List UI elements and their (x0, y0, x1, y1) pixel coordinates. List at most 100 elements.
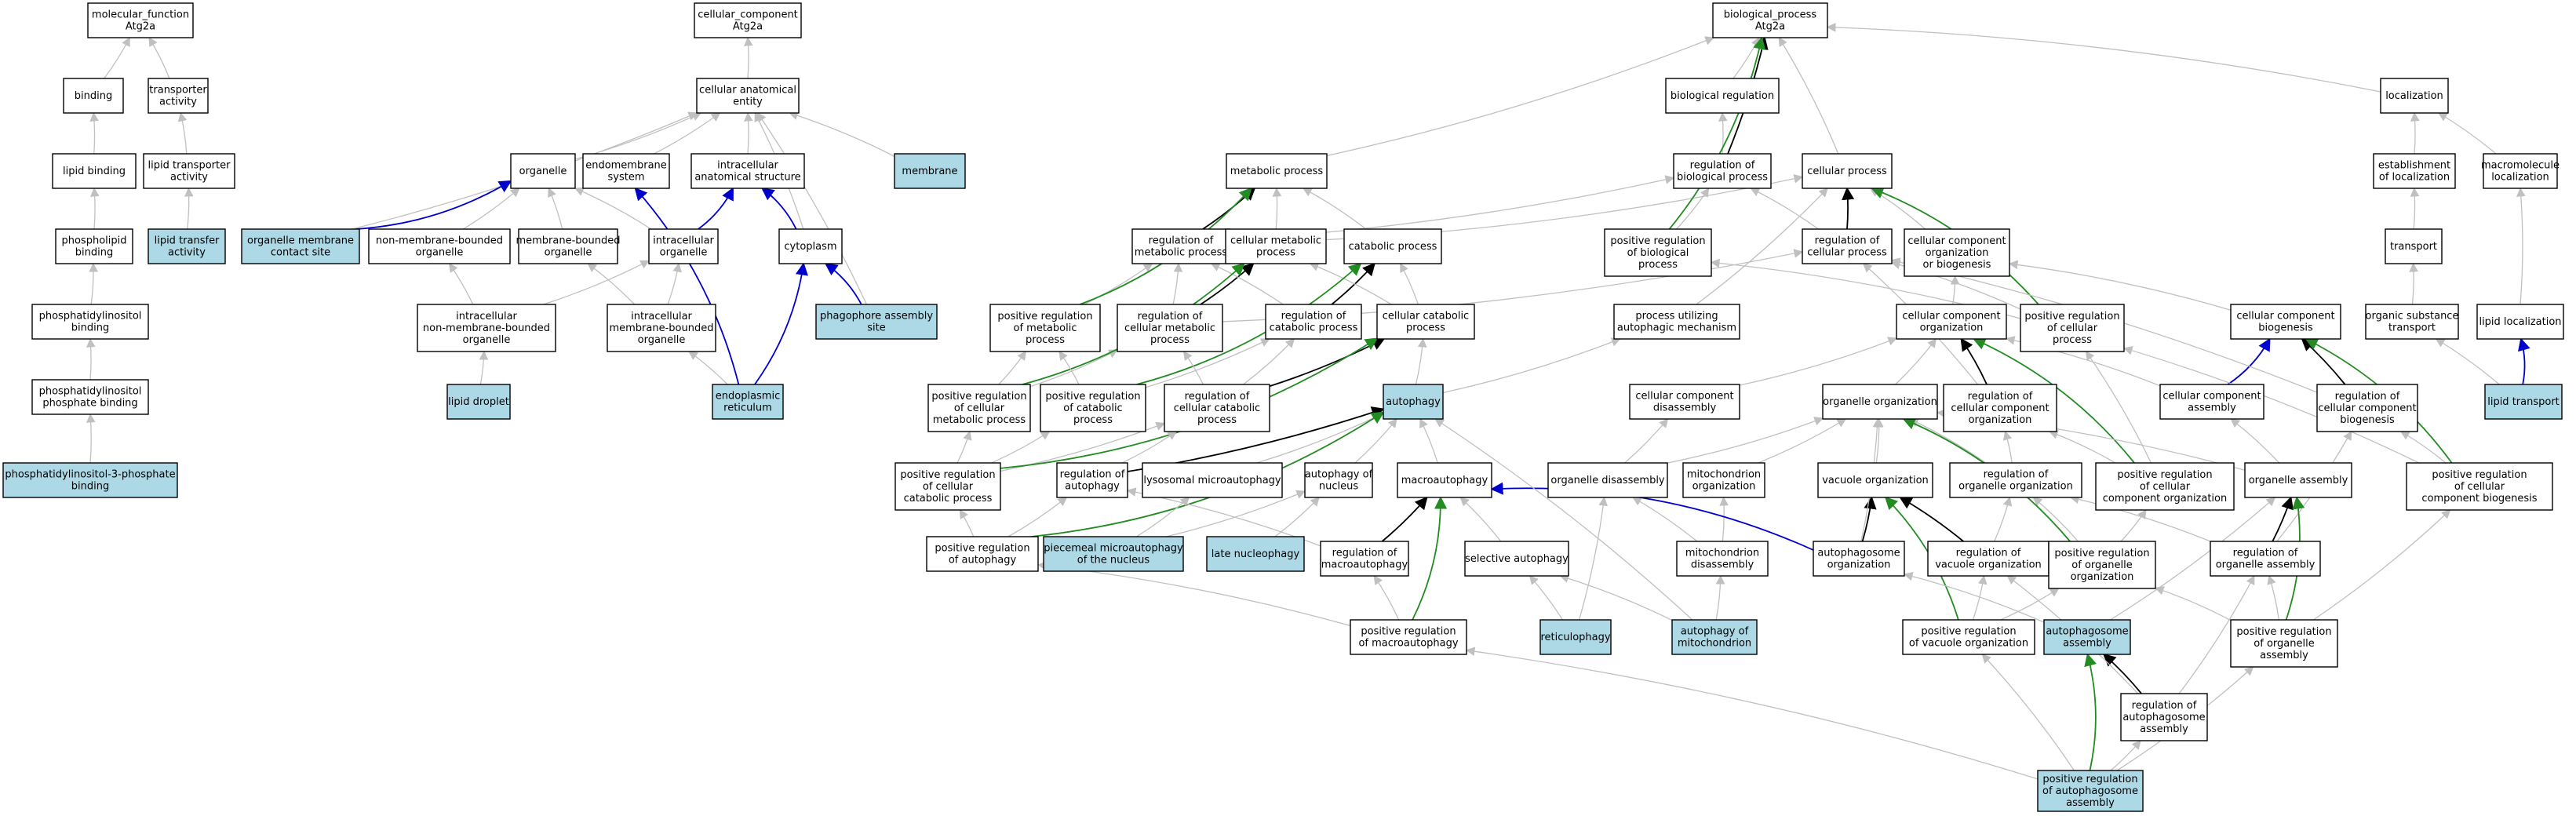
node-lysomicro[interactable]: lysosomal microautophagy (1142, 462, 1283, 498)
node-selective[interactable]: selective autophagy (1464, 541, 1569, 577)
node-lysomicro-box (1142, 462, 1283, 498)
node-latenuc[interactable]: late nucleophagy (1206, 536, 1305, 572)
node-inmbo[interactable]: intracellularnon-membrane-boundedorganel… (417, 304, 556, 352)
node-localization[interactable]: localization (2380, 78, 2449, 114)
node-cytoplasm[interactable]: cytoplasm (778, 228, 843, 264)
node-lipidloc[interactable]: lipid localization (2476, 304, 2564, 340)
node-posregcat-box (1040, 384, 1146, 432)
edge-lipidtransporter-to-transporter (177, 111, 188, 155)
node-vacorg[interactable]: vacuole organization (1817, 462, 1933, 498)
node-metabolic[interactable]: metabolic process (1226, 153, 1328, 189)
edge-lipidtransfer-to-lipidtransporter (184, 187, 194, 230)
node-lipiddroplet[interactable]: lipid droplet (446, 384, 511, 420)
node-orgorg[interactable]: organelle organization (1822, 384, 1938, 420)
node-organelle[interactable]: organelle (510, 153, 576, 189)
node-mf-label-line: Atg2a (126, 21, 155, 33)
node-catabolic[interactable]: catabolic process (1343, 228, 1442, 264)
node-lipidbinding[interactable]: lipid binding (52, 153, 137, 189)
node-membrane[interactable]: membrane (894, 153, 966, 189)
node-transport[interactable]: transport (2385, 228, 2443, 264)
node-orgassembly[interactable]: organelle assembly (2244, 462, 2352, 498)
edge-orgdis-to-orgorg (1667, 417, 1824, 464)
node-bioreg[interactable]: biological regulation (1665, 78, 1780, 114)
node-cellular[interactable]: cellular process (1802, 153, 1893, 189)
node-autophagy[interactable]: autophagy (1383, 384, 1444, 420)
node-posregapassem-label-line: positive regulation (2042, 774, 2137, 785)
node-reticulophagy[interactable]: reticulophagy (1539, 619, 1612, 655)
node-binding[interactable]: binding (63, 78, 124, 114)
edge-automito-to-mitodis (1715, 574, 1725, 621)
node-lipidtransport[interactable]: lipid transport (2484, 384, 2563, 420)
node-latenuc-label-line: late nucleophagy (1211, 548, 1300, 560)
node-macroauto[interactable]: macroautophagy (1397, 462, 1492, 498)
node-orgdis[interactable]: organelle disassembly (1547, 462, 1668, 498)
